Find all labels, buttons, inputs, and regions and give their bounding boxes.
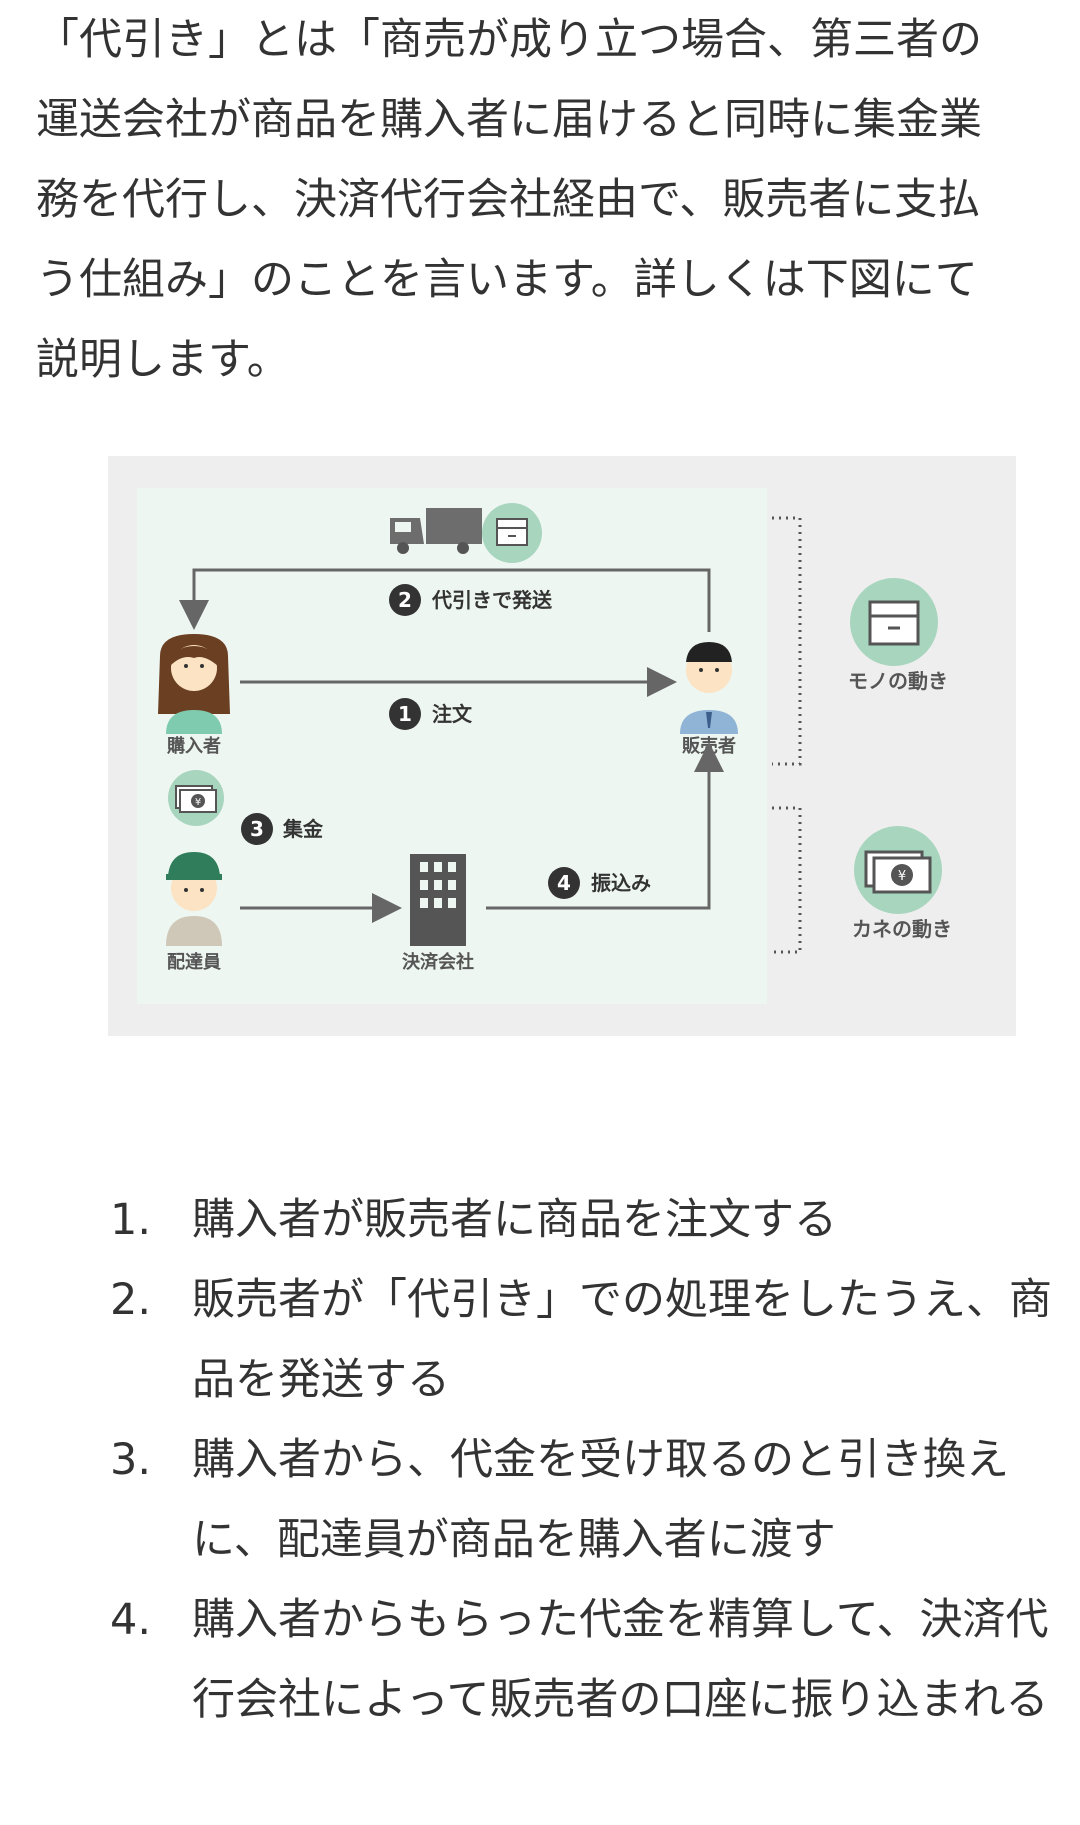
list-item: 4. 購入者からもらった代金を精算して、決済代行会社によって販売者の口座に振り込… [110,1580,1070,1740]
goods-bracket [772,516,802,766]
step-text: 購入者から、代金を受け取るのと引き換えに、配達員が商品を購入者に渡す [192,1435,1009,1565]
legend-yen-symbol: ¥ [898,869,906,884]
step4-label: 振込み [591,871,651,895]
step-text: 購入者からもらった代金を精算して、決済代行会社によって販売者の口座に振り込まれる [192,1595,1049,1725]
intro-line: う仕組み」のことを言います。詳しくは下図にて [36,255,978,305]
company-label: 決済会社 [402,951,474,973]
step-number: 2. [110,1275,152,1325]
building-icon [410,854,466,946]
step4-badge [548,867,580,899]
step-number: 4. [110,1595,152,1645]
step3-label: 集金 [282,817,324,841]
step1-label: 注文 [432,702,473,726]
yen-symbol: ¥ [195,797,201,808]
step1-badge [389,698,421,730]
step2-label: 代引きで発送 [431,588,553,612]
buyer-label: 購入者 [166,735,221,757]
legend-goods-label: モノの動き [848,669,948,693]
legend-money-icon: ¥ [854,826,942,914]
intro-line: 運送会社が商品を購入者に届けると同時に集金業 [36,95,982,145]
legend-goods-icon [850,578,938,666]
courier-label: 配達員 [167,952,221,973]
step-number: 3. [110,1435,152,1485]
step3-number: 3 [250,817,264,841]
intro-line: 務を代行し、決済代行会社経由で、販売者に支払 [36,175,981,225]
steps-list: 1. 購入者が販売者に商品を注文する 2. 販売者が「代引き」での処理をしたうえ… [110,1180,1070,1740]
step2-badge [389,584,421,616]
cod-flow-diagram: 2 代引きで発送 購入者 販売者 1 注文 [108,456,1016,1036]
seller-avatar [680,642,738,734]
intro-line: 「代引き」とは「商売が成り立つ場合、第三者の [36,15,982,65]
intro-paragraph: 「代引き」とは「商売が成り立つ場合、第三者の 運送会社が商品を購入者に届けると同… [36,0,1080,400]
courier-avatar [166,852,222,946]
truck-icon [390,508,482,554]
step-number: 1. [110,1195,152,1245]
package-icon [482,503,542,563]
step3-badge [241,813,273,845]
money-icon: ¥ [168,770,224,826]
list-item: 3. 購入者から、代金を受け取るのと引き換えに、配達員が商品を購入者に渡す [110,1420,1070,1580]
step-text: 販売者が「代引き」での処理をしたうえ、商品を発送する [192,1275,1052,1405]
step-text: 購入者が販売者に商品を注文する [192,1195,837,1245]
list-item: 2. 販売者が「代引き」での処理をしたうえ、商品を発送する [110,1260,1070,1420]
shipping-arrow [179,568,711,632]
step1-number: 1 [398,702,412,726]
step2-number: 2 [398,588,412,612]
intro-line: 説明します。 [36,335,290,385]
legend-money-label: カネの動き [852,917,952,941]
money-bracket [772,806,802,954]
list-item: 1. 購入者が販売者に商品を注文する [110,1180,1070,1260]
step4-number: 4 [557,871,571,895]
buyer-avatar [158,634,230,734]
transfer-arrow [486,742,724,910]
